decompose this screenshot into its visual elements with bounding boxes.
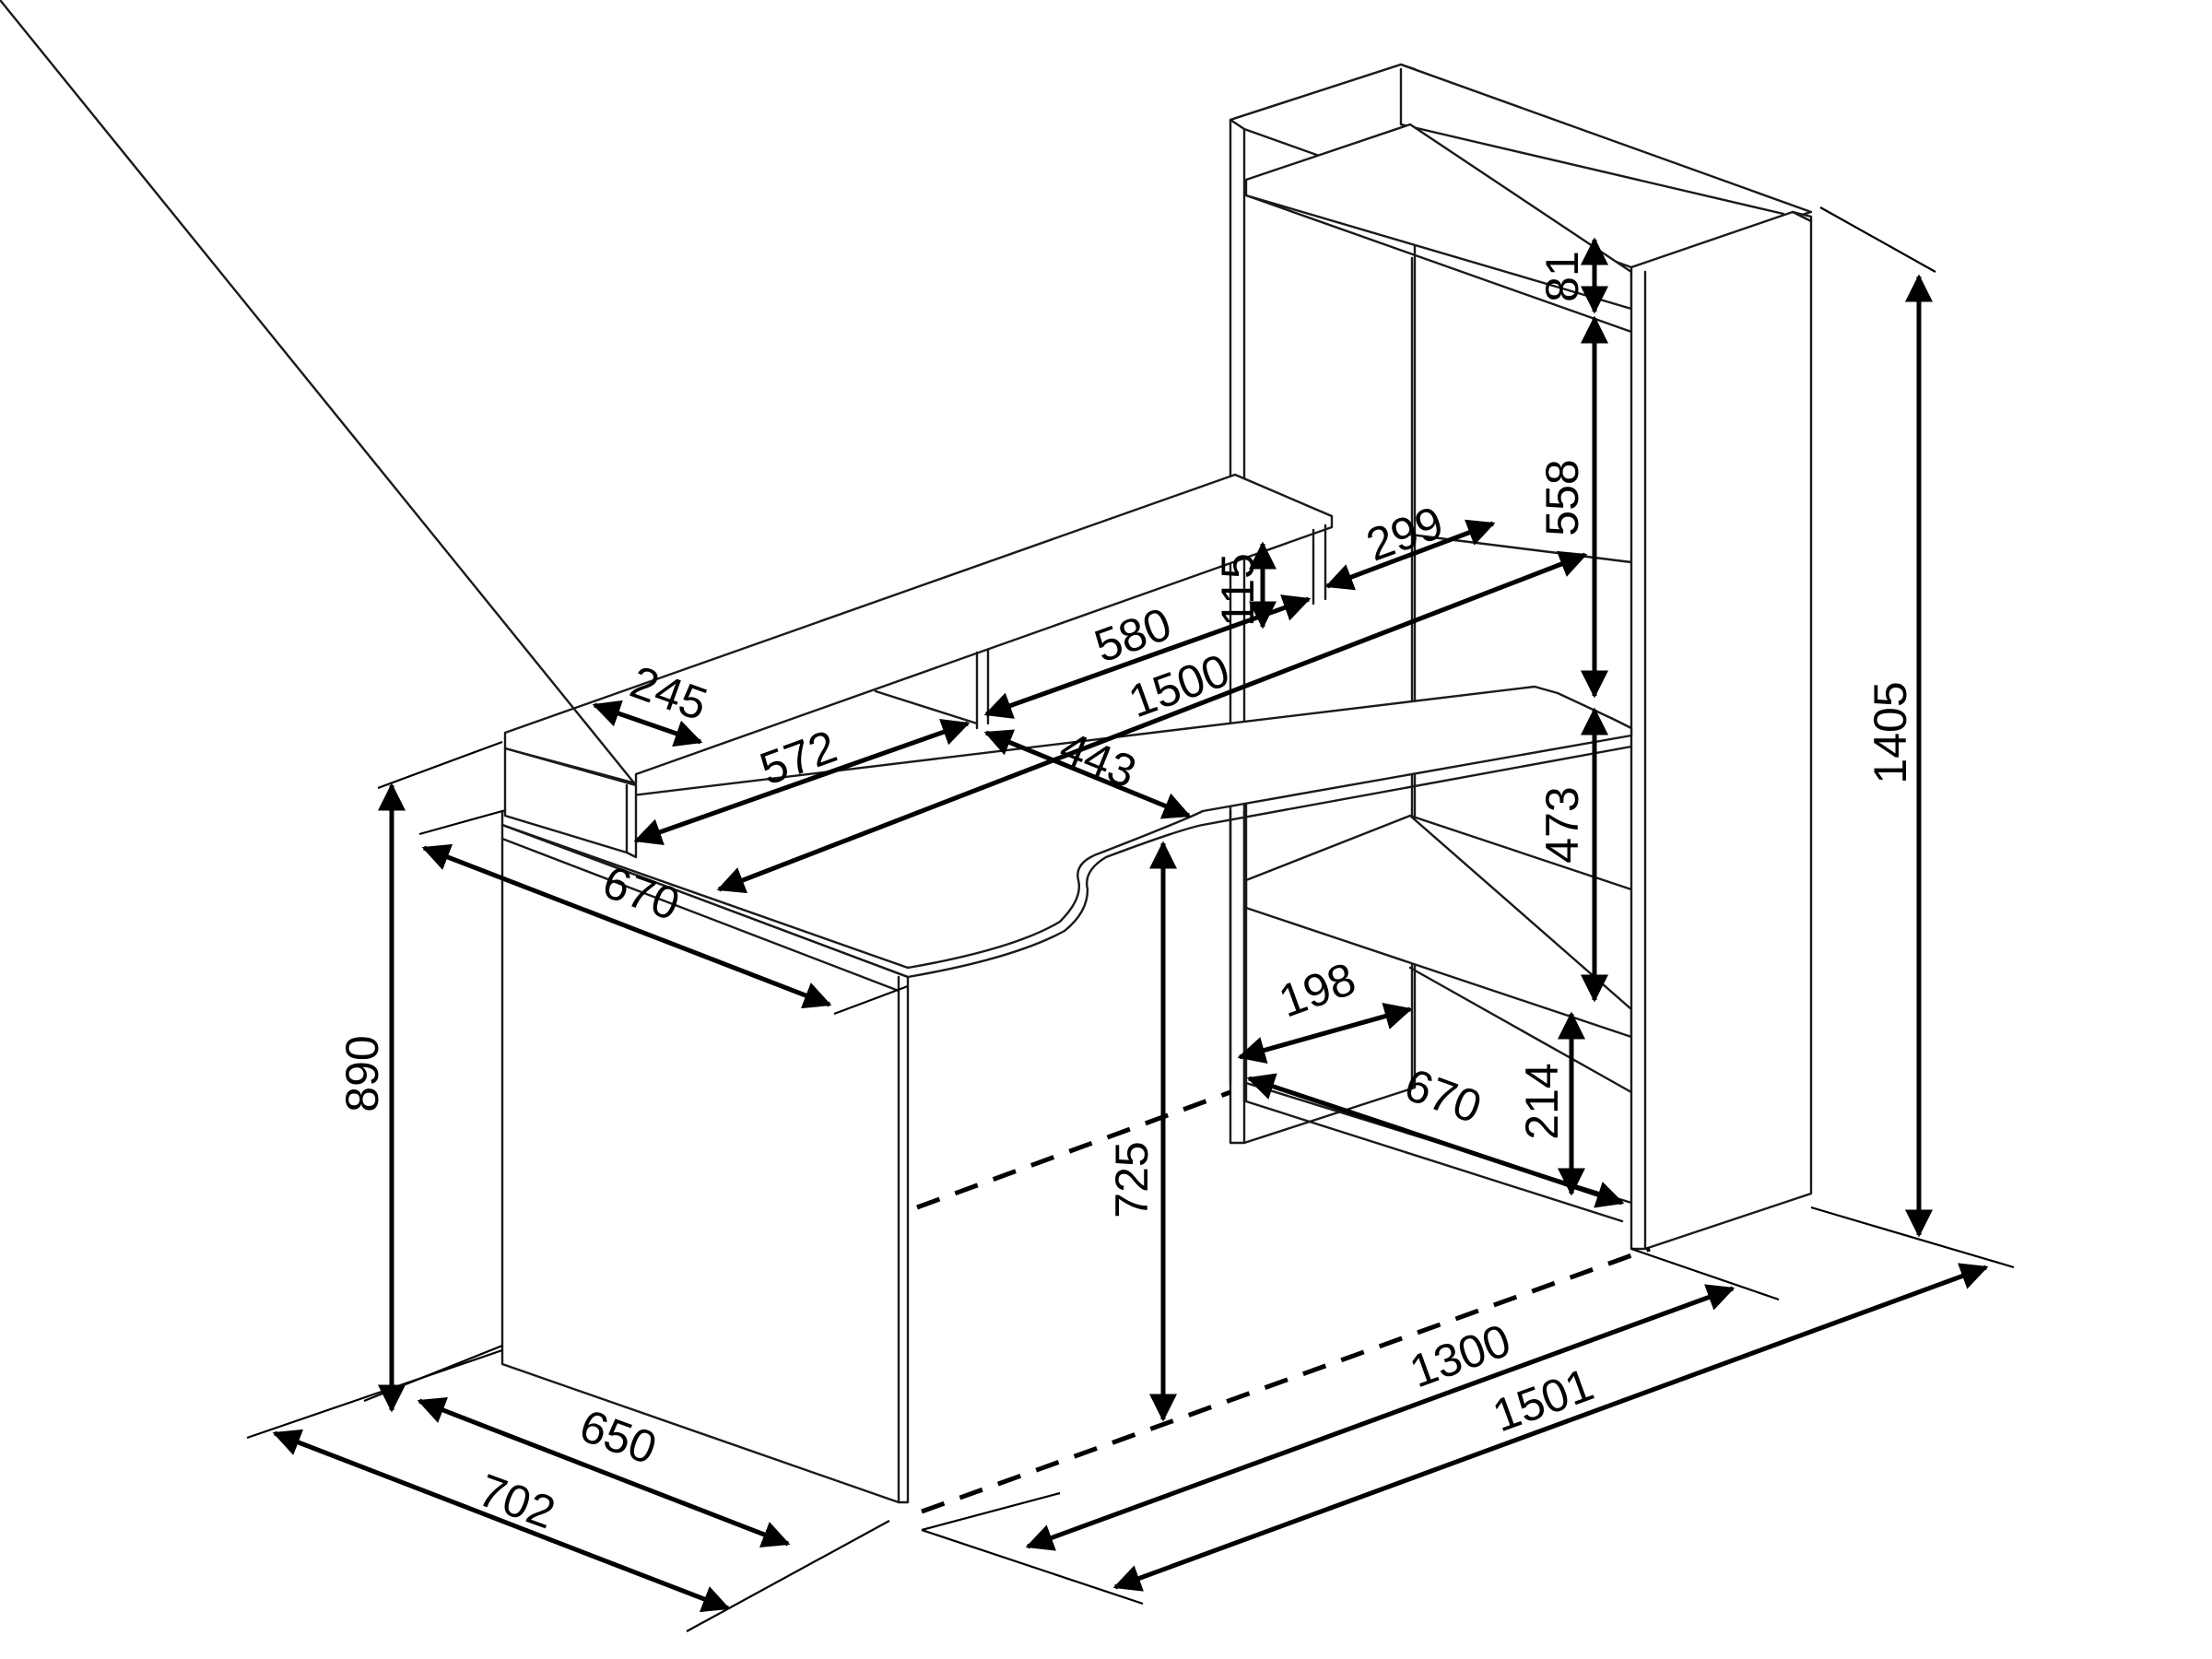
dim-670-top-line [421, 843, 832, 1009]
dimension-lines [272, 237, 1989, 1613]
top-cap-inner-edge [1399, 123, 1785, 216]
dim-1501-line [1112, 1263, 1989, 1592]
dim-214-label: 214 [1516, 1063, 1568, 1139]
dim-572-line [633, 719, 971, 845]
hutch-underside-edge [874, 689, 979, 725]
dim-1405-label: 1405 [1865, 681, 1916, 783]
dim-198-line [1237, 1003, 1413, 1064]
dim-702-line [272, 1429, 731, 1613]
hidden-line-upper [916, 1089, 1231, 1210]
dim-558-label: 558 [1536, 459, 1588, 535]
dim-81-label: 81 [1536, 251, 1588, 302]
dim-670-base-label: 670 [1398, 1058, 1488, 1133]
dim-1300-line [1025, 1284, 1735, 1551]
side-panel-top-edge [1791, 210, 1813, 223]
dim-443-line [983, 729, 1192, 819]
dim-725-label: 725 [1106, 1141, 1158, 1218]
hutch-top-front-long [0, 0, 638, 787]
dim-702-label: 702 [472, 1464, 562, 1538]
dim-890-label: 890 [336, 1035, 388, 1112]
dim-1300-label: 1300 [1403, 1314, 1517, 1398]
dim-473-label: 473 [1536, 786, 1588, 863]
dim-115-label: 115 [1212, 553, 1264, 627]
shelf-bottom-back [1408, 966, 1633, 1094]
extension-lines [246, 206, 2015, 1632]
bookcase-side-panel [1630, 210, 1813, 1251]
shelf-top-front [1244, 194, 1633, 334]
